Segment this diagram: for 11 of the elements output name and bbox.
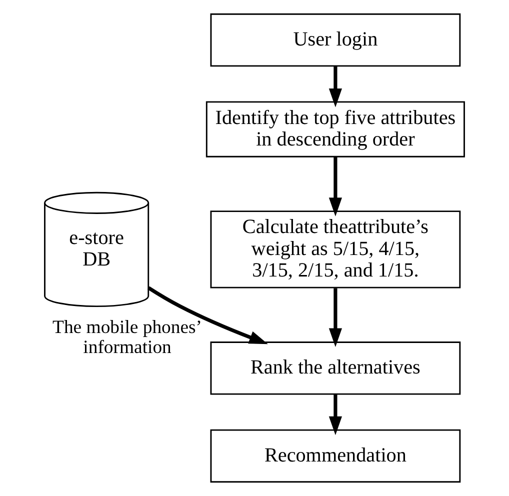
arrow [328,66,342,108]
node-box: User login [210,13,461,67]
node-box: Recommendation [210,429,461,483]
arrow [328,156,342,216]
node-box: Identify the top five attributes in descending order [206,101,465,158]
arrow [328,288,342,348]
arrow [148,286,268,344]
edge-label: The mobile phones’ information [52,317,202,358]
node-box: Rank the alternatives [210,342,461,395]
arrow [328,394,342,436]
node-box: Calculate theattribute’s weight as 5/15, 4/15, 3/15, 2/15, and 1/15. [210,210,461,288]
